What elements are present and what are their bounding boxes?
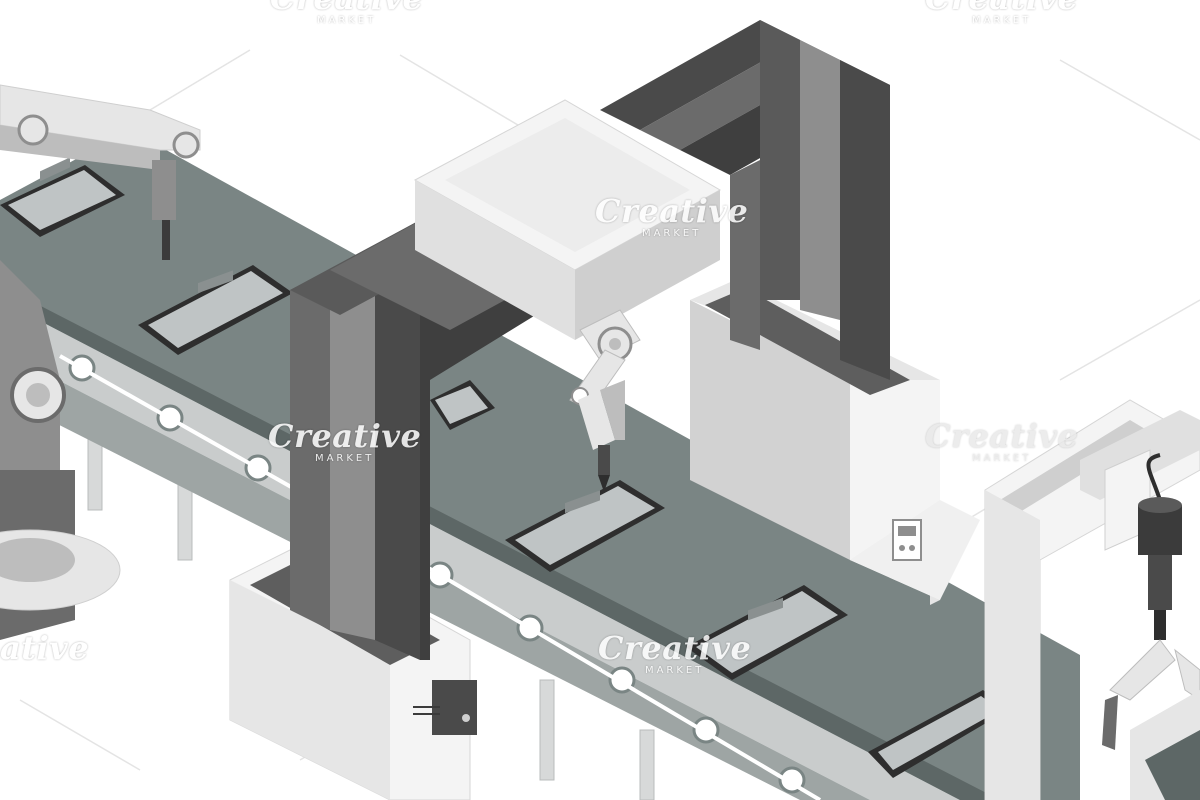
phone-4 — [686, 585, 848, 680]
right-frame — [984, 399, 1200, 800]
left-robot-arm — [0, 84, 201, 640]
phone-3 — [505, 480, 665, 572]
control-panel-icon — [892, 519, 922, 561]
phone-1 — [0, 157, 125, 237]
phone-2 — [138, 265, 293, 355]
gantry-head — [413, 99, 722, 492]
cable-icon — [413, 706, 440, 715]
gantry-right-pillars — [600, 20, 890, 380]
phone-partial — [430, 380, 495, 430]
phone-5 — [868, 690, 1008, 778]
gantry-left-pillars — [290, 200, 560, 660]
belt-front-edge — [0, 285, 1000, 800]
belt-roller-track — [59, 354, 822, 800]
phones-on-belt — [0, 157, 1008, 778]
